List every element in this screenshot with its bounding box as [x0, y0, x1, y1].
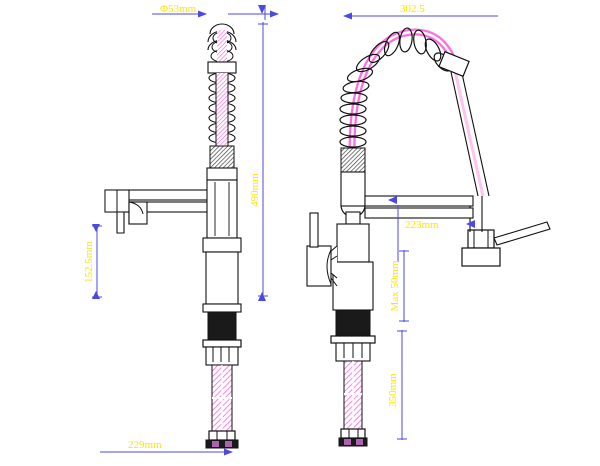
- pivot-joint: [340, 171, 366, 225]
- spring-coil: [207, 23, 237, 169]
- lever-handle: [116, 201, 148, 234]
- mounting-shank: [330, 309, 376, 362]
- lever-handle: [306, 212, 332, 287]
- mounting-shank: [202, 311, 242, 366]
- supply-hose: [338, 360, 368, 447]
- dim-label-152-5: 152.5mm: [83, 241, 95, 283]
- dim-label-229: 229mm: [128, 439, 162, 451]
- dim-label-max-50: Max 50mm: [389, 260, 401, 311]
- supply-hose: [205, 364, 239, 449]
- dim-label-dia-53: Φ53mm: [160, 3, 197, 15]
- dimension-lines: [92, 6, 498, 456]
- spray-hose: [438, 50, 490, 197]
- dim-label-302-5: 302.5: [400, 3, 425, 15]
- dim-label-223: 223mm: [405, 219, 439, 231]
- body-column: [317, 223, 374, 311]
- side-view: [306, 27, 551, 447]
- dim-label-350: 350mm: [387, 373, 399, 407]
- body-column: [202, 179, 242, 313]
- spring-coil: [339, 27, 460, 173]
- spray-head: [461, 221, 551, 267]
- dim-label-490: 490mm: [249, 173, 261, 207]
- swivel-arm: [364, 195, 474, 219]
- dimension-ticks: [92, 5, 475, 301]
- front-view: [104, 23, 242, 449]
- neck-collar: [206, 167, 238, 181]
